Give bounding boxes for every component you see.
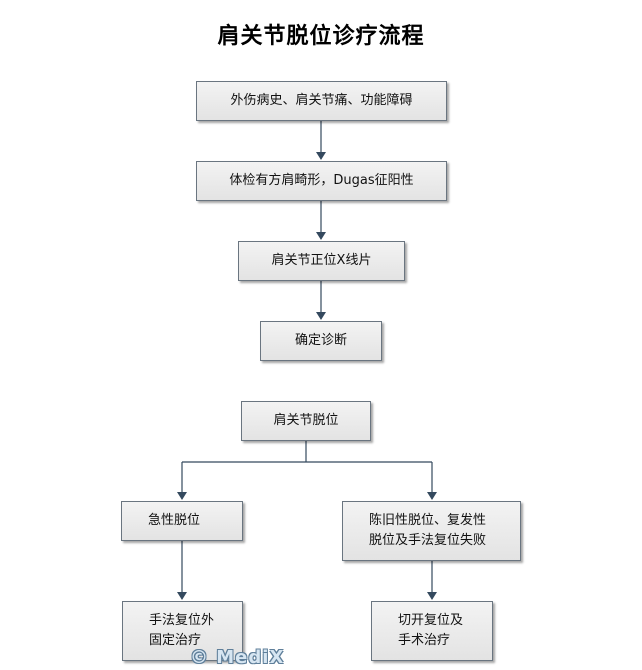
node-chronic-label-line2: 脱位及手法复位失败 bbox=[369, 533, 487, 548]
node-chronic: 陈旧性脱位、复发性 脱位及手法复位失败 bbox=[342, 501, 521, 561]
node-acute: 急性脱位 bbox=[121, 501, 243, 541]
node-history-label: 外伤病史、肩关节痛、功能障碍 bbox=[230, 93, 413, 108]
node-dislocation-label: 肩关节脱位 bbox=[273, 413, 339, 428]
node-history: 外伤病史、肩关节痛、功能障碍 bbox=[196, 81, 447, 121]
node-dislocation: 肩关节脱位 bbox=[241, 401, 371, 441]
node-diagnosis: 确定诊断 bbox=[260, 321, 382, 361]
node-surgery: 切开复位及 手术治疗 bbox=[371, 601, 493, 661]
node-manual-label-line1: 手法复位外 bbox=[149, 613, 215, 628]
node-exam: 体检有方肩畸形，Dugas征阳性 bbox=[196, 161, 447, 201]
watermark-logo: © MediX bbox=[190, 647, 285, 668]
node-surgery-label-line2: 手术治疗 bbox=[398, 633, 451, 648]
node-acute-label: 急性脱位 bbox=[148, 513, 201, 528]
node-surgery-label-line1: 切开复位及 bbox=[398, 613, 464, 628]
node-exam-label: 体检有方肩畸形，Dugas征阳性 bbox=[229, 173, 414, 188]
node-chronic-label-line1: 陈旧性脱位、复发性 bbox=[369, 513, 487, 528]
node-manual-reduction: 手法复位外 固定治疗 bbox=[122, 601, 243, 661]
node-diagnosis-label: 确定诊断 bbox=[294, 333, 347, 348]
node-xray-label: 肩关节正位X线片 bbox=[271, 253, 372, 268]
node-xray: 肩关节正位X线片 bbox=[238, 241, 405, 281]
diagram-title: 肩关节脱位诊疗流程 bbox=[217, 24, 425, 49]
node-manual-label-line2: 固定治疗 bbox=[149, 633, 202, 648]
